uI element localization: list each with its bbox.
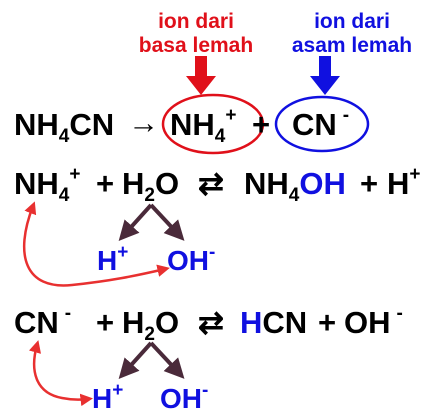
anion-highlight-ellipse bbox=[274, 95, 370, 153]
equation3-split-proton: H+ bbox=[92, 380, 123, 414]
equation3-split-hydroxide: OH- bbox=[160, 380, 208, 414]
equation2-water: H2O bbox=[122, 166, 179, 206]
equation2-equilibrium: ⇄ bbox=[198, 166, 224, 201]
equation1-arrow: → bbox=[128, 105, 159, 140]
equation2-ammonium-hydroxide: NH4OH bbox=[244, 166, 346, 206]
label-weak-base-line2: basa lemah bbox=[139, 34, 253, 57]
equation1-reactant: NH4CN bbox=[14, 107, 114, 147]
equation2-split-proton: H+ bbox=[97, 242, 128, 276]
equation2-plus2: + bbox=[360, 166, 378, 201]
equation3-water: H2O bbox=[122, 305, 179, 345]
equation3-equilibrium: ⇄ bbox=[198, 305, 224, 340]
blue-down-arrow bbox=[310, 56, 340, 95]
equation2-proton: H+ bbox=[387, 164, 421, 201]
equation1-anion: CN- bbox=[292, 105, 349, 142]
equation2-ammonium: NH4+ bbox=[14, 164, 80, 206]
equation1-cation: NH4+ bbox=[170, 105, 236, 147]
ammonium-to-hydroxide-arrow bbox=[22, 201, 170, 287]
equation1-plus: + bbox=[252, 107, 270, 142]
label-weak-base-line1: ion dari bbox=[158, 10, 234, 33]
water2-split-arrows bbox=[118, 341, 185, 379]
equation3-hydroxide: OH- bbox=[344, 303, 403, 340]
equation2-split-hydroxide: OH- bbox=[167, 242, 215, 276]
water1-split-arrows bbox=[118, 203, 185, 241]
cyanide-to-proton-arrow bbox=[28, 340, 93, 407]
equation3-hydrogen-cyanide: HCN bbox=[240, 305, 307, 340]
cation-highlight-ellipse bbox=[161, 93, 265, 155]
equation3-cyanide: CN- bbox=[14, 303, 71, 340]
label-weak-acid-line2: asam lemah bbox=[292, 34, 412, 57]
equation2-plus1: + bbox=[96, 166, 114, 201]
label-weak-base: ion dari basa lemah bbox=[139, 10, 253, 57]
label-weak-acid: ion dari asam lemah bbox=[292, 10, 412, 57]
label-weak-acid-line1: ion dari bbox=[314, 10, 390, 33]
red-down-arrow bbox=[186, 56, 216, 95]
equation3-plus1: + bbox=[96, 305, 114, 340]
equation3-plus2: + bbox=[318, 305, 336, 340]
